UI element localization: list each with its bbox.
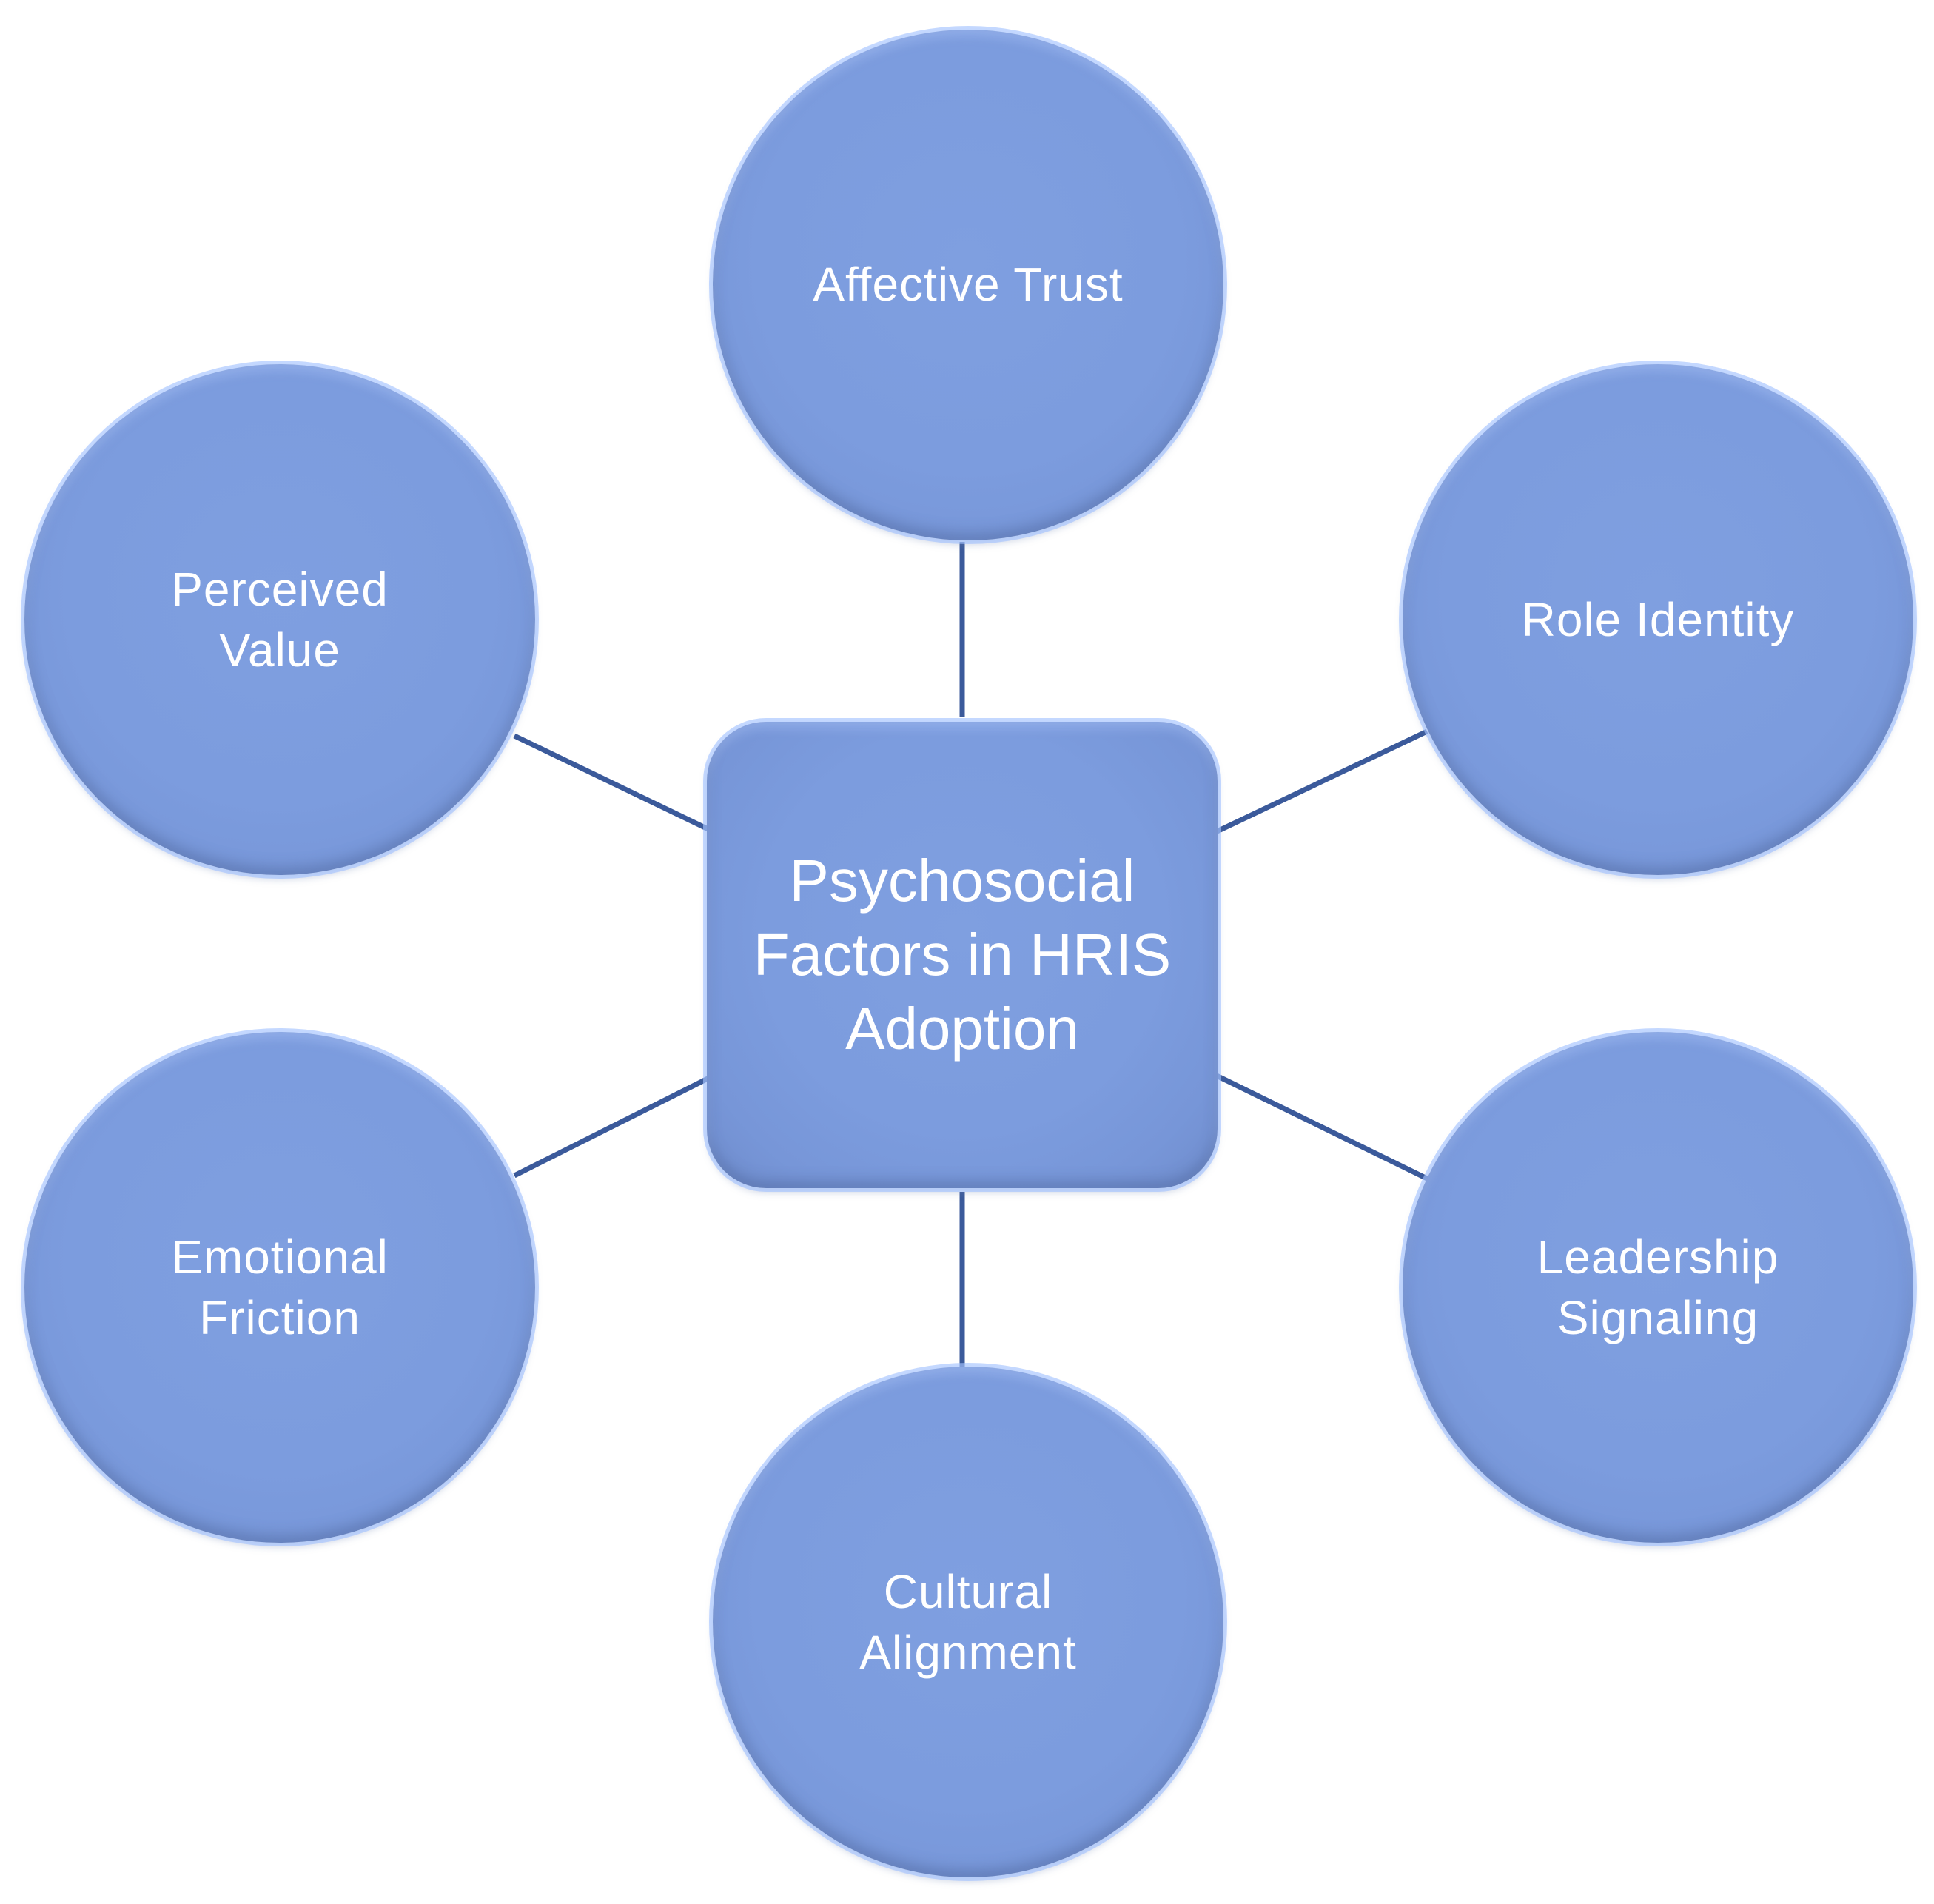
- factor-label: Cultural Alignment: [859, 1565, 1077, 1679]
- center-node-label: Psychosocial Factors in HRIS Adoption: [753, 848, 1172, 1062]
- connector-perceived-value: [513, 733, 734, 844]
- factor-node-cultural-alignment: Cultural Alignment: [713, 1367, 1223, 1877]
- factor-label: Leadership Signaling: [1537, 1230, 1779, 1344]
- factor-node-emotional-friction: Emotional Friction: [24, 1032, 535, 1543]
- factor-label: Affective Trust: [813, 257, 1124, 311]
- factor-node-perceived-value: Perceived Value: [24, 364, 535, 875]
- center-node: Psychosocial Factors in HRIS Adoption: [707, 722, 1218, 1188]
- factor-node-affective-trust: Affective Trust: [713, 30, 1223, 540]
- connector-emotional-friction: [513, 1063, 734, 1179]
- connector-role-identity: [1192, 728, 1428, 845]
- factor-label: Role Identity: [1521, 593, 1795, 646]
- factor-label: Perceived Value: [171, 563, 389, 677]
- connector-leadership-signaling: [1192, 1062, 1428, 1181]
- factor-node-role-identity: Role Identity: [1403, 364, 1913, 875]
- factor-label: Emotional Friction: [171, 1230, 389, 1344]
- factor-node-leadership-signaling: Leadership Signaling: [1403, 1032, 1913, 1543]
